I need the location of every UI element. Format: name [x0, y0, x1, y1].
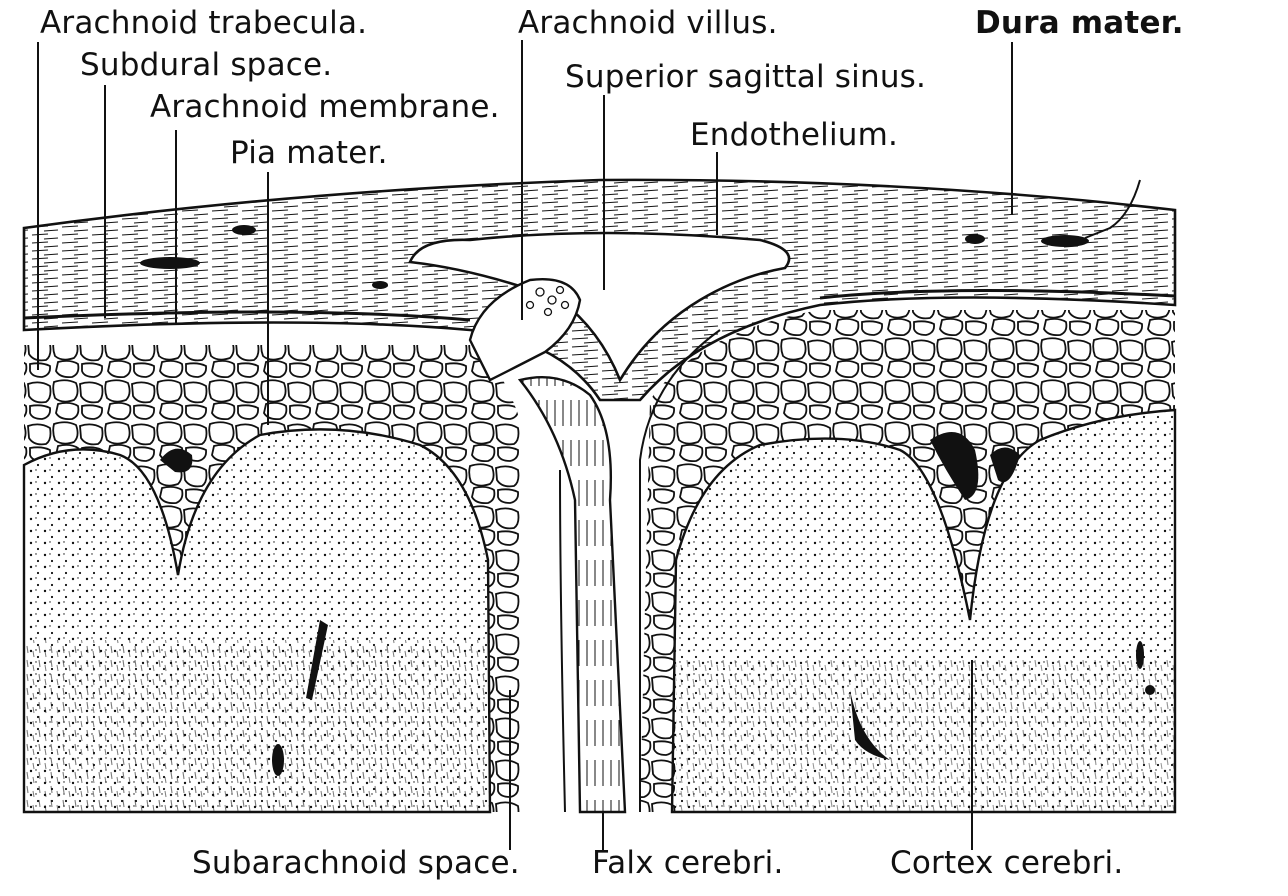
label-superior-sagittal-sinus: Superior sagittal sinus.	[565, 59, 927, 95]
label-subarachnoid-space: Subarachnoid space.	[192, 845, 520, 881]
blood-vessels	[140, 225, 1155, 776]
label-arachnoid-trabecula: Arachnoid trabecula.	[40, 5, 368, 41]
subarachnoid-cells	[24, 310, 1175, 812]
label-arachnoid-villus: Arachnoid villus.	[518, 5, 778, 41]
label-falx-cerebri: Falx cerebri.	[592, 845, 784, 881]
label-endothelium: Endothelium.	[690, 117, 899, 153]
leader-lines	[37, 40, 1141, 850]
falx-cerebri	[517, 376, 627, 814]
label-pia-mater: Pia mater.	[230, 135, 388, 171]
label-arachnoid-membrane: Arachnoid membrane.	[150, 89, 500, 125]
cortex-region	[22, 408, 1177, 814]
label-cortex-cerebri: Cortex cerebri.	[890, 845, 1124, 881]
label-subdural-space: Subdural space.	[80, 47, 333, 83]
label-dura-mater: Dura mater.	[975, 5, 1184, 41]
